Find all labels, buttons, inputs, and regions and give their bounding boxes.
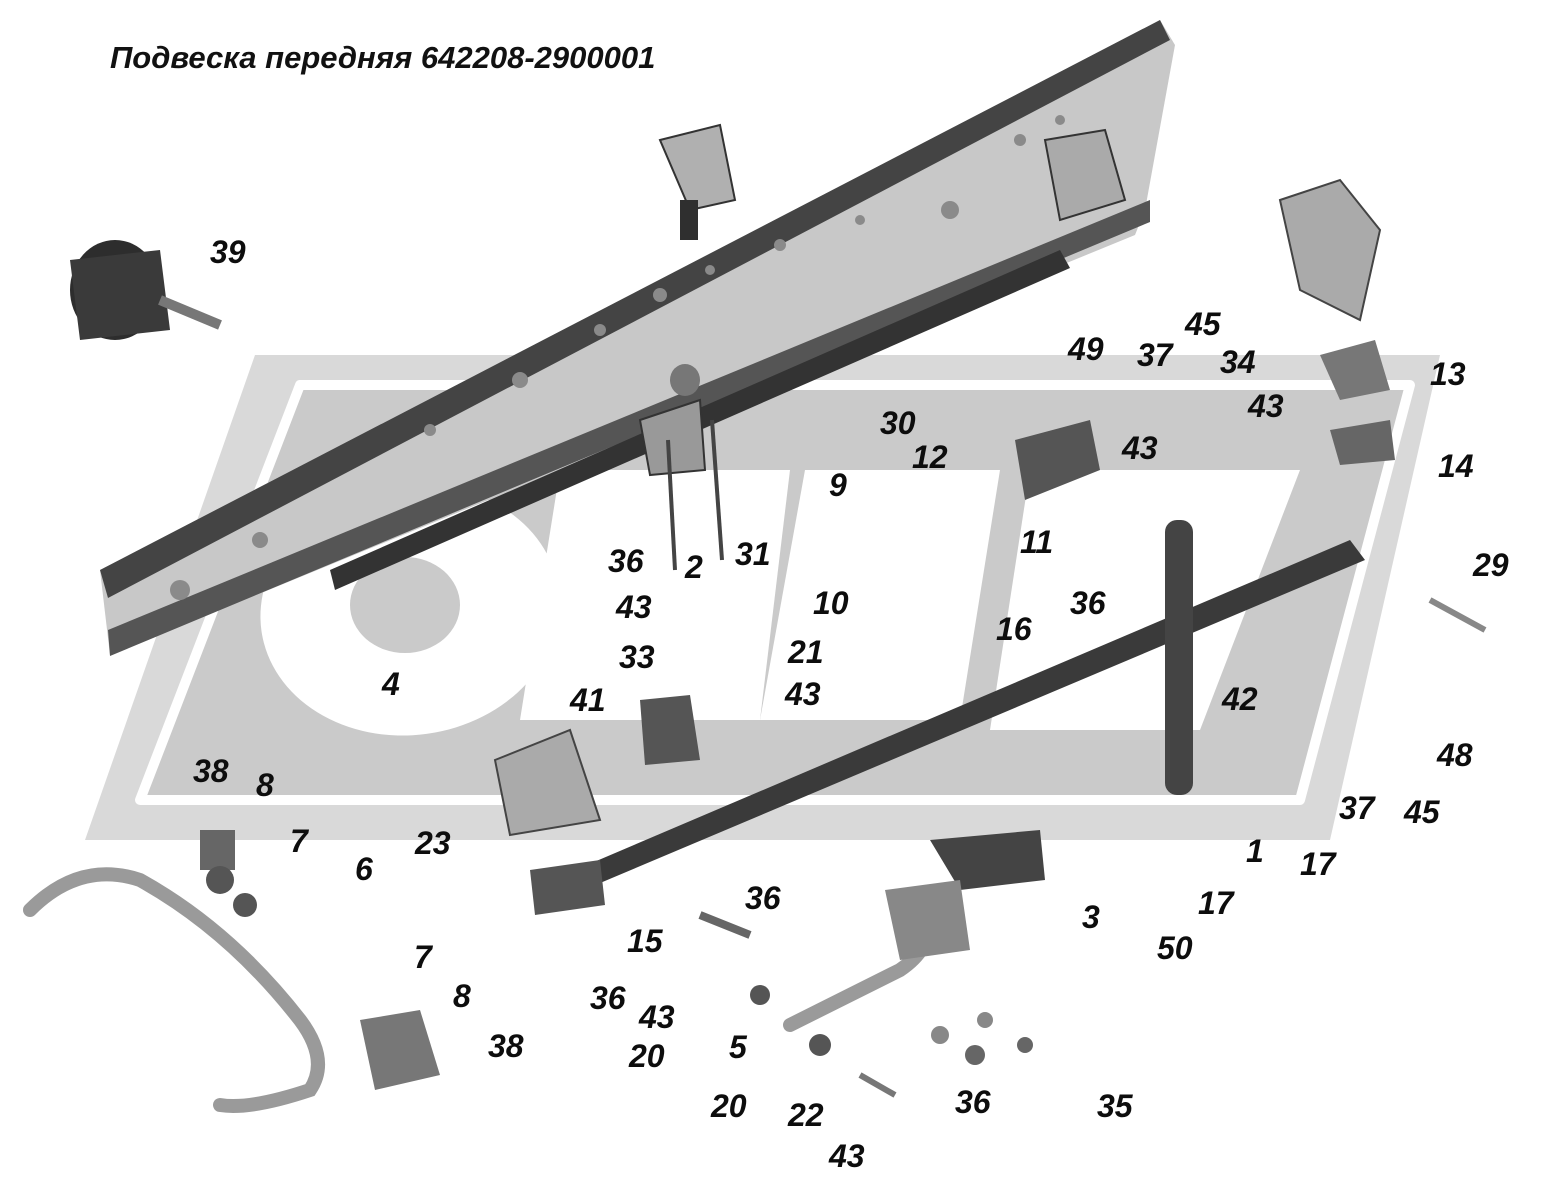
callout-label: 31 [735, 536, 771, 572]
callout-label: 6 [355, 851, 373, 887]
callout-label: 7 [290, 823, 308, 859]
stabilizer-bar [23, 867, 937, 1113]
callout-label: 43 [1248, 388, 1284, 424]
callout-label: 20 [711, 1088, 747, 1124]
callout-label: 29 [1473, 547, 1509, 583]
callout-label: 17 [1300, 846, 1336, 882]
callout-label: 33 [619, 639, 655, 675]
callout-label: 15 [627, 923, 663, 959]
callout-label: 16 [996, 611, 1032, 647]
brackets [200, 178, 1487, 1098]
callout-label: 20 [629, 1038, 665, 1074]
callout-label: 43 [616, 589, 652, 625]
callout-label: 1 [1246, 833, 1264, 869]
callout-label: 10 [813, 585, 849, 621]
callout-label: 9 [829, 467, 847, 503]
callout-label: 21 [788, 634, 824, 670]
callout-label: 45 [1404, 794, 1440, 830]
callout-label: 13 [1430, 356, 1466, 392]
callout-label: 49 [1068, 331, 1104, 367]
callout-label: 3 [1082, 899, 1100, 935]
shock-absorber [70, 240, 222, 340]
callout-label: 22 [788, 1097, 824, 1133]
callout-label: 41 [570, 682, 606, 718]
callout-label: 45 [1185, 306, 1221, 342]
callout-label: 37 [1339, 790, 1375, 826]
callout-label: 11 [1020, 524, 1054, 560]
callout-label: 37 [1137, 337, 1173, 373]
callout-label: 36 [955, 1084, 991, 1120]
callout-label: 43 [639, 999, 675, 1035]
callout-label: 38 [488, 1028, 524, 1064]
callout-label: 35 [1097, 1088, 1133, 1124]
callout-label: 8 [453, 978, 471, 1014]
callout-label: 4 [382, 666, 400, 702]
callout-label: 36 [590, 980, 626, 1016]
callout-label: 8 [256, 767, 274, 803]
callout-label: 42 [1222, 681, 1258, 717]
callout-label: 34 [1220, 344, 1256, 380]
callout-label: 39 [210, 234, 246, 270]
callout-label: 48 [1437, 737, 1473, 773]
callout-label: 23 [415, 825, 451, 861]
callout-label: 43 [1122, 430, 1158, 466]
callout-label: 36 [745, 880, 781, 916]
callout-label: 50 [1157, 930, 1193, 966]
upper-leaf-spring [330, 250, 1070, 590]
callout-label: 36 [1070, 585, 1106, 621]
callout-label: 38 [193, 753, 229, 789]
callout-label: 2 [685, 549, 703, 585]
callout-label: 43 [829, 1138, 865, 1174]
callout-label: 43 [785, 676, 821, 712]
frame-rail [100, 20, 1175, 656]
callout-label: 36 [608, 543, 644, 579]
callout-label: 14 [1438, 448, 1474, 484]
callout-label: 7 [414, 939, 432, 975]
callout-label: 5 [729, 1029, 747, 1065]
diagram-title: Подвеска передняя 642208-2900001 [110, 40, 656, 75]
callout-label: 30 [880, 405, 916, 441]
callout-label: 12 [912, 439, 948, 475]
lower-leaf-spring [530, 520, 1365, 915]
callout-label: 17 [1198, 885, 1234, 921]
